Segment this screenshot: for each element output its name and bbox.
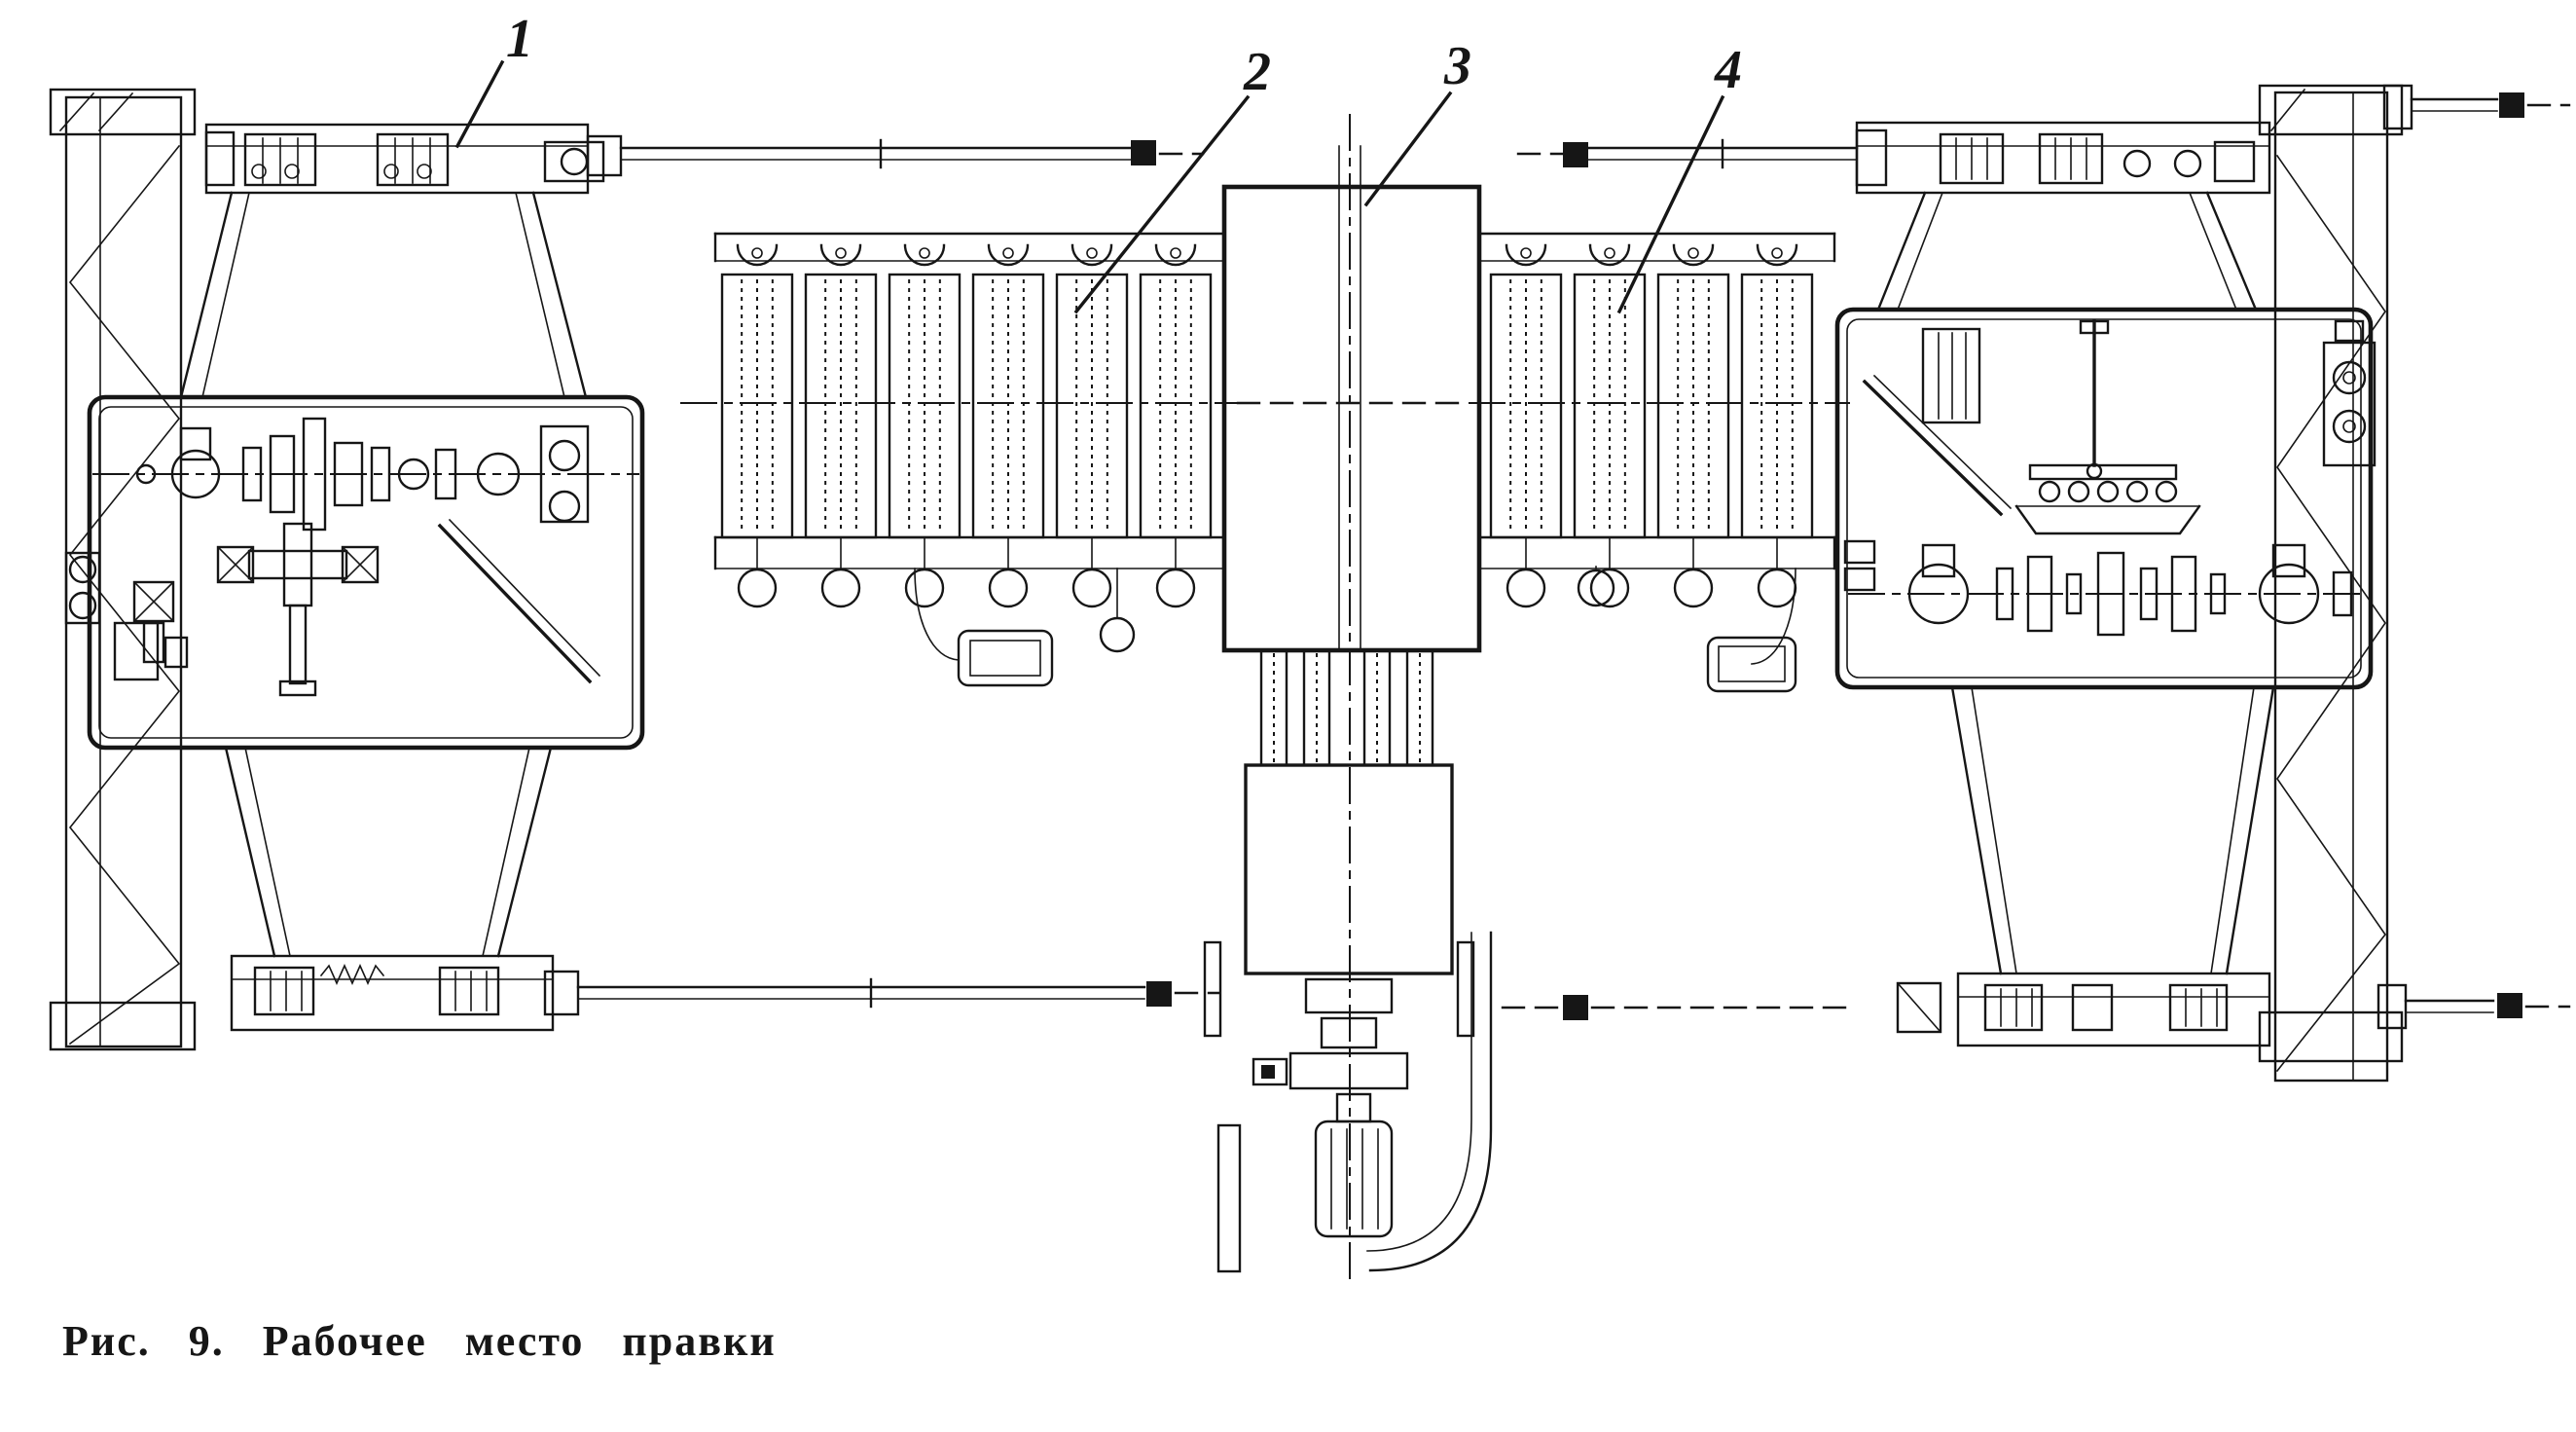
conveyor-roller (971, 243, 1045, 608)
callout-2: 2 (1073, 42, 1271, 314)
press-drive-unit (1216, 931, 1493, 1273)
callout-1: 1 (454, 9, 533, 149)
left-bottom-rod (543, 970, 1220, 1016)
rod-end-cap (1563, 995, 1588, 1020)
right-machine-body (1834, 307, 2376, 690)
figure-caption: Рис. 9. Рабочее место правки (62, 1317, 777, 1365)
left-straightening-machine (49, 88, 1220, 1051)
rod-end-cap (2497, 993, 2522, 1018)
conveyor-roller (1139, 243, 1213, 608)
callout-4: 4 (1616, 40, 1742, 314)
left-machine-body (64, 394, 645, 751)
right-top-gantry (1855, 121, 2271, 312)
roller-conveyor-right (1469, 232, 1850, 693)
press-lower-block (1244, 763, 1454, 975)
spring-symbol (319, 964, 385, 985)
left-truss-column (49, 88, 197, 1051)
conveyor-roller (888, 243, 961, 608)
conveyor-drive-left (914, 568, 1136, 687)
conveyor-drive-right (1577, 566, 1797, 693)
right-truss-column (2258, 84, 2404, 1083)
central-press (1203, 114, 1493, 1281)
cross-slide (216, 522, 380, 697)
left-top-rod (586, 134, 1205, 177)
callout-3-label: 3 (1443, 36, 1471, 96)
right-bottom-rod (2376, 983, 2571, 1030)
press-columns (1259, 648, 1434, 767)
rod-end-cap (1146, 981, 1172, 1007)
roller-conveyor-left (680, 232, 1237, 687)
conveyor-roller (1740, 243, 1814, 608)
callouts: 1 2 3 4 (454, 9, 1742, 314)
callout-2-label: 2 (1243, 42, 1271, 102)
conveyor-roller (804, 243, 878, 608)
callout-1-label: 1 (506, 9, 533, 69)
left-top-gantry (179, 123, 605, 399)
conveyor-roller (1573, 243, 1647, 608)
callout-3: 3 (1363, 36, 1471, 207)
rod-end-cap (1563, 142, 1588, 167)
right-top-rod-right (2382, 84, 2571, 130)
left-bottom-gantry (224, 746, 555, 1032)
right-top-rod-left (1516, 138, 1859, 169)
rod-end-cap (2499, 92, 2524, 118)
conveyor-roller (720, 243, 794, 608)
guide-pipe (1368, 931, 1493, 1272)
bottom-middle-anchor (1501, 995, 1851, 1020)
conveyor-rollers-right (1489, 243, 1814, 608)
rod-end-cap (1131, 140, 1156, 165)
right-bottom-gantry (1896, 685, 2275, 1047)
callout-4-label: 4 (1714, 40, 1742, 100)
conveyor-rollers-left (720, 243, 1213, 608)
right-straightening-machine (1501, 84, 2571, 1083)
conveyor-roller (1656, 243, 1730, 608)
conveyor-roller (1489, 243, 1563, 608)
conveyor-roller (1055, 243, 1129, 608)
motor (1314, 1120, 1394, 1238)
